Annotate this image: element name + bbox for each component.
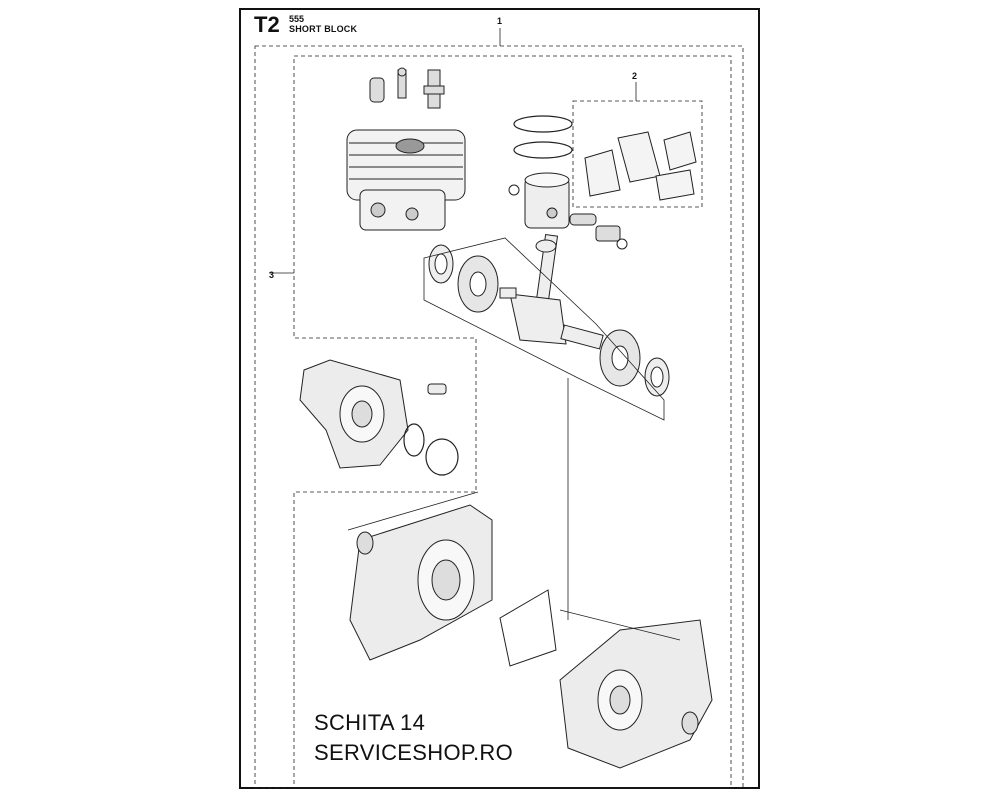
oil-seal-icon: [356, 531, 699, 735]
bolt-icon: [397, 67, 407, 99]
crankcase-gasket-icon: [499, 589, 557, 667]
crankshaft-icon: [499, 233, 604, 350]
seal-icon: [403, 423, 459, 476]
group-box-2: [572, 100, 703, 208]
diagram-code: T2: [254, 12, 280, 37]
valve-icon: [369, 77, 385, 103]
piston-icon: [524, 172, 570, 229]
piston-pin-icon: [508, 184, 628, 250]
crankcase-right-icon: [559, 619, 713, 769]
callout-2: 2: [632, 71, 638, 81]
bearing-icon: [428, 244, 670, 397]
callout-1: 1: [497, 16, 503, 26]
callout-3: 3: [269, 270, 275, 280]
watermark-line-1: SCHITA 14: [314, 710, 426, 735]
crankcase-left-icon: [349, 504, 493, 661]
piston-ring-icon: [513, 115, 573, 159]
thrust-washer-icon: [457, 255, 641, 387]
model-number: 555: [289, 14, 305, 24]
watermark-line-2: SERVICESHOP.RO: [314, 740, 514, 765]
spark-plug-icon: [423, 69, 445, 109]
group-box-3: [293, 55, 732, 789]
cylinder-icon: [346, 129, 466, 231]
gasket-icon: [584, 131, 697, 201]
diagram-title: SHORT BLOCK: [289, 24, 358, 34]
crankcase-cover-icon: [299, 359, 447, 469]
